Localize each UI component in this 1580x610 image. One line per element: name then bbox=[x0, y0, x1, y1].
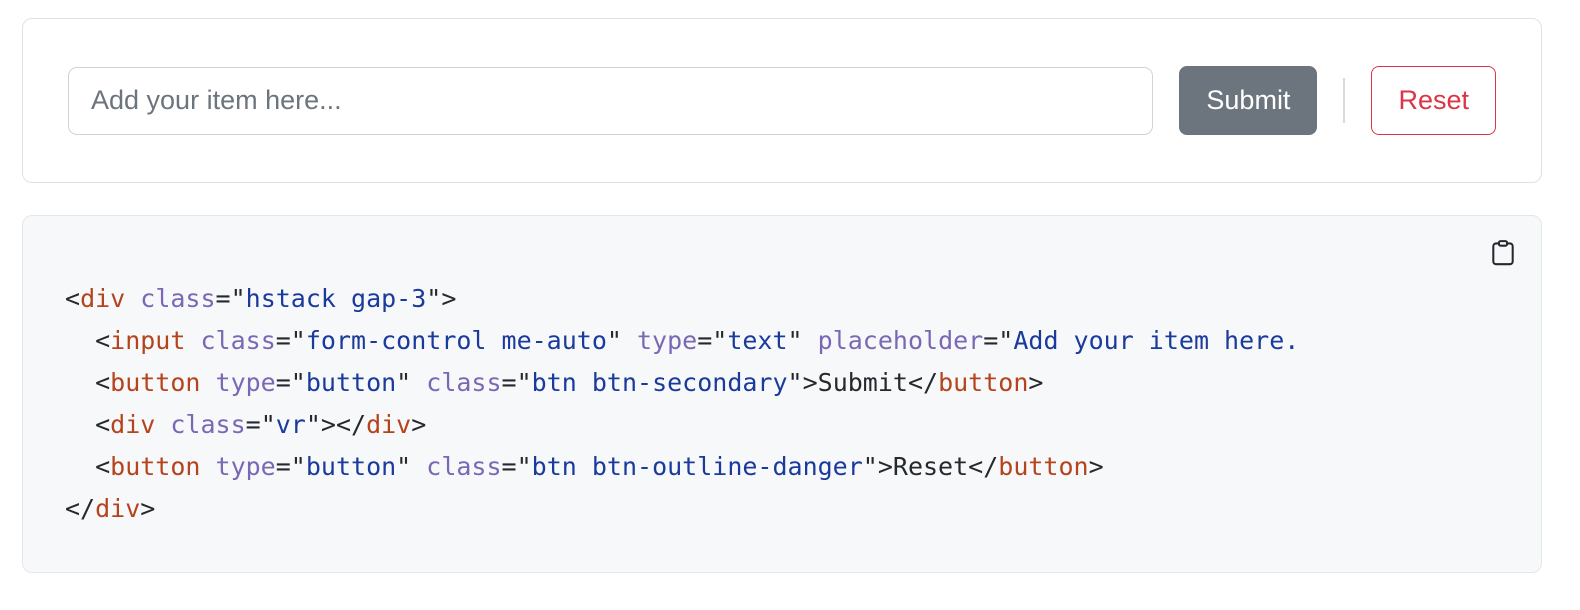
code-token-attr: class bbox=[170, 410, 246, 439]
code-token-punc: </ bbox=[968, 452, 999, 481]
code-token-punc: </ bbox=[65, 494, 96, 523]
code-token-punc bbox=[125, 284, 140, 313]
code-token-str: button bbox=[305, 368, 397, 397]
code-token-attr: class bbox=[426, 368, 502, 397]
code-token-punc: =" bbox=[275, 452, 306, 481]
code-token-punc: < bbox=[65, 326, 111, 355]
code-token-text: Submit bbox=[817, 368, 908, 397]
clipboard-icon bbox=[1490, 239, 1516, 270]
code-line: <button type="button" class="btn btn-out… bbox=[65, 452, 1104, 481]
code-token-punc: > bbox=[1028, 368, 1044, 397]
code-token-punc: < bbox=[65, 368, 111, 397]
code-line: <div class="vr"></div> bbox=[65, 410, 426, 439]
code-token-punc: =" bbox=[245, 410, 276, 439]
code-token-text: Reset bbox=[892, 452, 969, 481]
vertical-rule-divider bbox=[1343, 78, 1346, 123]
code-token-punc: =" bbox=[697, 326, 728, 355]
code-line: <button type="button" class="btn btn-sec… bbox=[65, 368, 1043, 397]
code-token-punc: </ bbox=[907, 368, 939, 397]
code-token-tag: button bbox=[110, 452, 201, 481]
code-token-punc bbox=[200, 452, 215, 481]
code-token-tag: input bbox=[110, 326, 186, 355]
code-token-attr: type bbox=[215, 368, 276, 397]
code-line: <div class="hstack gap-3"> bbox=[65, 284, 456, 313]
code-token-str: btn btn-outline-danger bbox=[531, 452, 863, 481]
code-token-punc: "> bbox=[862, 452, 893, 481]
code-line: <input class="form-control me-auto" type… bbox=[65, 326, 1299, 355]
item-input[interactable] bbox=[68, 66, 1154, 135]
code-token-punc: "> bbox=[426, 284, 457, 313]
code-token-punc bbox=[200, 368, 215, 397]
code-token-tag: button bbox=[938, 368, 1029, 397]
code-snippet-card: <div class="hstack gap-3"> <input class=… bbox=[22, 215, 1542, 573]
code-token-tag: div bbox=[80, 284, 126, 313]
code-token-punc: < bbox=[65, 452, 111, 481]
code-token-punc: < bbox=[65, 284, 81, 313]
code-token-tag: button bbox=[998, 452, 1089, 481]
code-token-attr: type bbox=[215, 452, 276, 481]
code-token-tag: div bbox=[110, 410, 156, 439]
code-token-attr: type bbox=[637, 326, 698, 355]
code-token-tag: div bbox=[366, 410, 412, 439]
component-preview-card: Submit Reset bbox=[22, 18, 1542, 183]
code-token-punc: " bbox=[606, 326, 637, 355]
code-token-punc: =" bbox=[501, 452, 532, 481]
code-token-str: form-control me-auto bbox=[305, 326, 607, 355]
code-token-punc: " bbox=[396, 452, 427, 481]
code-token-punc: =" bbox=[275, 368, 306, 397]
code-token-punc: " bbox=[396, 368, 427, 397]
code-token-attr: class bbox=[200, 326, 276, 355]
code-token-punc bbox=[185, 326, 200, 355]
code-token-punc: =" bbox=[275, 326, 306, 355]
code-token-punc: < bbox=[65, 410, 111, 439]
code-token-punc: "> bbox=[787, 368, 818, 397]
copy-to-clipboard-button[interactable] bbox=[1485, 236, 1521, 272]
code-token-str: text bbox=[727, 326, 788, 355]
reset-button[interactable]: Reset bbox=[1371, 66, 1496, 135]
code-token-punc: " bbox=[787, 326, 818, 355]
code-content: <div class="hstack gap-3"> <input class=… bbox=[23, 216, 1541, 530]
code-token-attr: class bbox=[426, 452, 502, 481]
code-token-attr: placeholder bbox=[817, 326, 984, 355]
code-token-attr: class bbox=[140, 284, 216, 313]
code-token-str: Add your item here. bbox=[1013, 326, 1300, 355]
code-token-tag: div bbox=[95, 494, 141, 523]
code-token-punc: =" bbox=[983, 326, 1014, 355]
code-line: </div> bbox=[65, 494, 155, 523]
code-token-punc: =" bbox=[501, 368, 532, 397]
code-token-punc bbox=[155, 410, 170, 439]
hstack-container: Submit Reset bbox=[68, 66, 1496, 135]
code-token-str: hstack gap-3 bbox=[245, 284, 427, 313]
code-token-punc: > bbox=[411, 410, 427, 439]
code-token-str: button bbox=[305, 452, 397, 481]
code-token-punc: "></ bbox=[305, 410, 367, 439]
code-token-str: btn btn-secondary bbox=[531, 368, 788, 397]
code-token-punc: > bbox=[140, 494, 156, 523]
code-token-punc: =" bbox=[215, 284, 246, 313]
code-token-tag: button bbox=[110, 368, 201, 397]
code-token-str: vr bbox=[275, 410, 306, 439]
code-token-punc: > bbox=[1088, 452, 1104, 481]
submit-button[interactable]: Submit bbox=[1179, 66, 1318, 135]
